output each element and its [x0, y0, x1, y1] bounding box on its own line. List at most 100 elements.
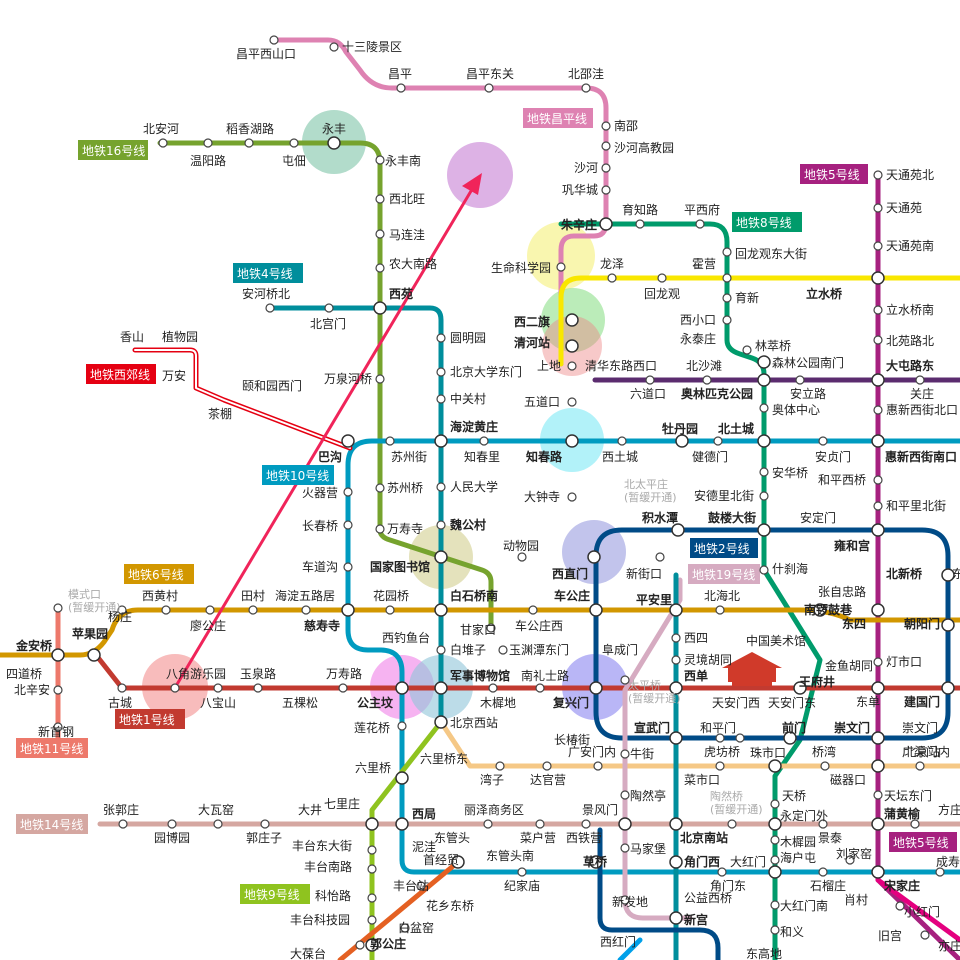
station-label: 惠新西街南口 — [885, 449, 957, 464]
badge-line4: 地铁4号线 — [233, 263, 303, 283]
station-label: 鼓楼大街 — [708, 510, 756, 525]
station-label: 沙河高教园 — [614, 140, 674, 155]
station-label: 茶棚 — [208, 406, 232, 421]
badge-line10: 地铁10号线 — [262, 465, 334, 485]
svg-text:地铁2号线: 地铁2号线 — [694, 542, 750, 556]
station-label: 宣武门 — [634, 720, 670, 735]
station-label: 香山 — [120, 330, 144, 344]
station-label: 刘家窑 — [836, 846, 872, 861]
station-label: 育新 — [735, 290, 759, 305]
station-label: 丰台东大街 — [292, 838, 352, 853]
station-label: 西局 — [412, 807, 436, 821]
station-label: 西铁营 — [566, 831, 602, 845]
station-label: 森林公园南门 — [772, 355, 844, 370]
station-label: 知春里 — [464, 450, 500, 464]
station-label: 珠市口 — [750, 745, 786, 760]
station-label: 菜市口 — [684, 772, 720, 787]
station-label: 动物园 — [503, 539, 539, 553]
station-label: 木樨地 — [480, 696, 516, 710]
line4 — [267, 305, 444, 725]
station-label: 白堆子 — [450, 642, 486, 657]
xijiao-line — [132, 347, 353, 451]
station-label: 北苑路北 — [886, 333, 934, 348]
station-label: 东四 — [842, 616, 866, 631]
station-label: 雍和宫 — [834, 538, 870, 553]
station-label: 新宫 — [684, 912, 708, 927]
svg-text:地铁西郊线: 地铁西郊线 — [90, 368, 150, 382]
station-label: 陶然桥 — [710, 789, 743, 803]
station-label: 奥体中心 — [772, 402, 820, 417]
station-label: 北京西站 — [450, 716, 498, 730]
station-label: 万寿寺 — [387, 522, 423, 536]
station-label: 四道桥 — [6, 667, 42, 681]
line8 — [558, 221, 823, 960]
station-label: 慈寿寺 — [304, 618, 340, 633]
badge-line16: 地铁16号线 — [78, 140, 148, 160]
station-label: 军事博物馆 — [450, 668, 510, 683]
station-label: 大钟寺 — [524, 489, 560, 504]
station-label: 草桥 — [583, 854, 608, 869]
station-label: 公益西桥 — [684, 891, 732, 905]
station-label: 张郭庄 — [103, 802, 139, 817]
svg-text:地铁10号线: 地铁10号线 — [266, 469, 329, 483]
station-label: 温阳路 — [190, 153, 226, 168]
station-label: 景风门 — [582, 802, 618, 817]
station-label: 天安门东 — [768, 695, 816, 710]
tiananmen-icon — [722, 652, 782, 686]
station-label: 角门东 — [710, 878, 746, 893]
station-label: 安德里北街 — [694, 488, 754, 503]
station-label: 牡丹园 — [662, 421, 698, 436]
direction-arrow — [174, 173, 482, 687]
station-label: 立水桥 — [806, 286, 843, 301]
station-label: 北京大学东门 — [450, 364, 522, 379]
station-label: 海淀黄庄 — [450, 419, 498, 434]
station-label: 大红门 — [730, 854, 766, 869]
station-label: 西直门 — [552, 566, 588, 581]
badge-line6: 地铁6号线 — [124, 564, 194, 584]
station-label: 玉渊潭东门 — [509, 642, 569, 657]
line2 — [593, 527, 951, 741]
station-label: 天通苑北 — [886, 168, 934, 182]
station-label: 新街口 — [626, 566, 662, 581]
station-label: 金安桥 — [15, 638, 53, 653]
station-label: 什刹海 — [772, 561, 808, 576]
station-label: 积水潭 — [642, 510, 678, 525]
station-label: 莲花桥 — [354, 720, 390, 735]
station-label: 清华东路西口 — [585, 358, 657, 373]
badge-line14: 地铁14号线 — [16, 814, 88, 834]
station-label: 十三陵景区 — [342, 40, 402, 54]
station-label: 西单 — [684, 668, 708, 683]
station-label: 北太平庄 — [624, 477, 668, 491]
station-label: 木樨园 — [780, 835, 816, 849]
station-label: 安华桥 — [772, 465, 808, 480]
badge-line5-bottom: 地铁5号线 — [889, 832, 957, 852]
station-label: 和义 — [780, 925, 804, 939]
station-label: 丰台南路 — [304, 859, 352, 874]
station-label: 崇文门 — [902, 720, 938, 735]
station-label: 万安 — [162, 368, 186, 383]
station-label: 龙泽 — [600, 257, 624, 271]
station-label: 农大南路 — [389, 256, 437, 271]
station-label: 旧宫 — [878, 928, 902, 943]
station-label: 西土城 — [602, 450, 638, 464]
changping-line — [271, 37, 609, 367]
station-label: 东单 — [856, 695, 880, 709]
station-label: 巴沟 — [318, 449, 342, 464]
line17 — [617, 937, 643, 960]
station-label: 王府井 — [799, 674, 835, 689]
station-label: 西小口 — [680, 313, 716, 327]
station-label: 平安里 — [636, 592, 672, 607]
station-label: 海淀五路居 — [275, 588, 335, 603]
station-label: 新首钢 — [38, 724, 74, 739]
station-label: 杨庄 — [108, 609, 132, 624]
station-label: 亦庄桥 — [938, 938, 960, 953]
station-label: 六道口 — [630, 387, 666, 401]
station-label: 马连洼 — [389, 227, 425, 242]
svg-text:地铁14号线: 地铁14号线 — [20, 818, 83, 832]
station-label: 天通苑 — [886, 201, 922, 215]
station-label: 大瓦窑 — [198, 802, 234, 817]
station-label: 花园桥 — [373, 588, 409, 603]
station-label: 植物园 — [162, 329, 198, 344]
station-label: 南礼士路 — [521, 668, 569, 683]
